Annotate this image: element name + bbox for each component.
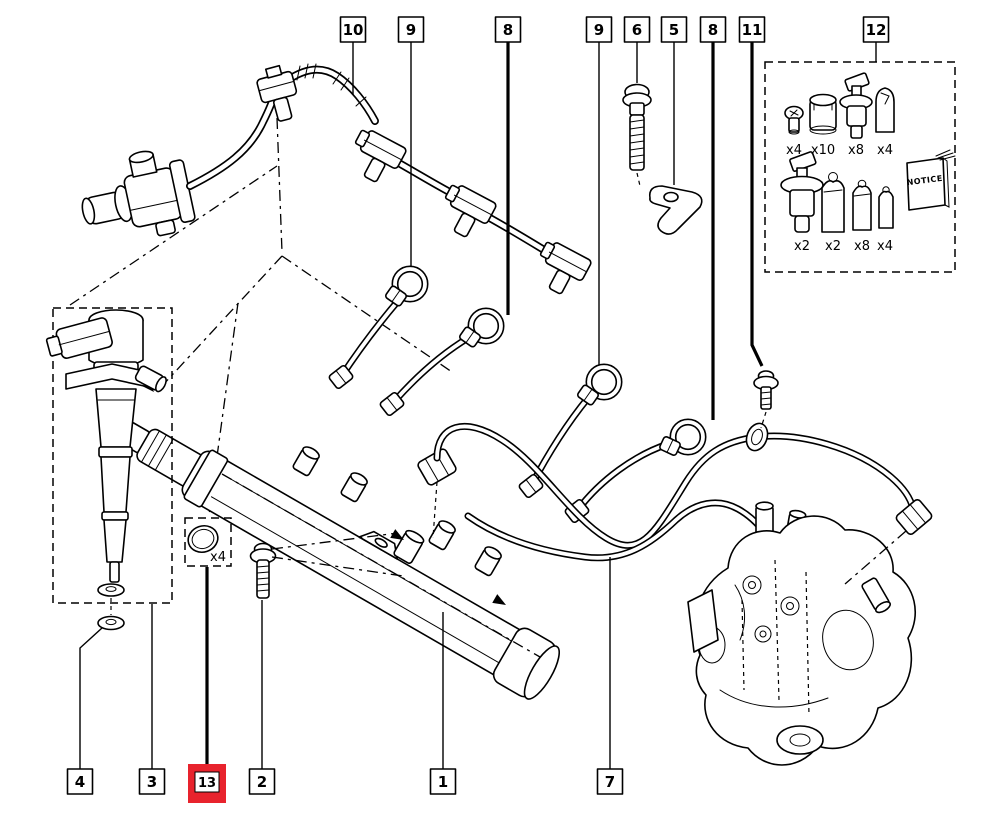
callout-number: 1 [438, 773, 448, 791]
kit-item-button-screw [784, 105, 804, 135]
pump-details [687, 559, 892, 755]
kit-qty-label: x4 [877, 143, 893, 158]
callout-12[interactable]: 12 [862, 16, 890, 43]
injector-pipe-a [328, 265, 429, 390]
rail-breather [393, 529, 425, 564]
bracket-bolt [753, 370, 779, 429]
callout-4[interactable]: 4 [66, 768, 94, 795]
union-nut [328, 364, 354, 390]
fuel-injector [45, 309, 167, 583]
union-nut [518, 473, 544, 499]
seal-qty-label: x4 [210, 550, 226, 565]
long-bolt [622, 83, 652, 187]
hose-connector [444, 184, 497, 238]
notice-booklet: NOTICE [906, 149, 956, 211]
arrow-icon [390, 529, 404, 540]
hose-rib-ticks [296, 63, 367, 107]
fuel-tee-fitting [81, 150, 196, 237]
high-pressure-pump [687, 499, 933, 766]
kit-item-open-cap [809, 93, 837, 135]
callout-number: 5 [669, 21, 679, 39]
callout-number: 6 [632, 21, 642, 39]
callout-9-left[interactable]: 9 [397, 16, 425, 43]
booklet-title: NOTICE [906, 174, 943, 187]
injector-side-port [134, 365, 167, 393]
callout-11[interactable]: 11 [738, 16, 766, 43]
seal-ring [187, 524, 219, 554]
callout-number: 2 [257, 773, 267, 791]
pipe-grommet [745, 422, 769, 452]
kit-item-clip-cap [821, 172, 845, 233]
fuel-rail [119, 421, 560, 700]
return-hose-assembly [81, 63, 592, 295]
callout-3[interactable]: 3 [138, 768, 166, 795]
callout-number: 8 [503, 21, 513, 39]
injector-pipe-d [564, 418, 707, 524]
supply-pipe-upper [433, 422, 917, 549]
kit-item-large-flanged-plug [780, 151, 824, 233]
arrow-icon [492, 594, 506, 605]
clamp-fork [648, 185, 703, 235]
sealing-washer-upper [97, 583, 125, 597]
hose-connector [539, 241, 592, 295]
kit-item-dome-cap [875, 87, 895, 133]
callout-13-highlighted[interactable]: 13 [188, 764, 226, 803]
rail-end-cap [492, 627, 560, 700]
callout-1[interactable]: 1 [429, 768, 457, 795]
callout-9-right[interactable]: 9 [585, 16, 613, 43]
callout-number: 8 [708, 21, 718, 39]
hose-connector [354, 129, 407, 183]
callout-2[interactable]: 2 [248, 768, 276, 795]
callout-5[interactable]: 5 [660, 16, 688, 43]
parts-kit-box: x4 x10 x8 x4 x2 x2 x8 x4 NOTICE [764, 61, 956, 273]
kit-qty-label: x8 [848, 143, 864, 158]
kit-qty-label: x4 [786, 143, 802, 158]
injector-connector [45, 317, 113, 359]
sealing-washer-lower [97, 615, 125, 631]
pump-union-nut [844, 499, 933, 585]
rail-axis-line [221, 473, 541, 658]
callout-leaders [79, 42, 877, 769]
callout-number: 13 [198, 776, 216, 791]
supply-pipe-lower [464, 499, 787, 567]
kit-qty-label: x2 [825, 239, 841, 254]
callout-number: 9 [594, 21, 604, 39]
callout-number: 7 [605, 773, 615, 791]
callout-number: 12 [866, 21, 887, 39]
kit-item-clip-cap-small [852, 179, 872, 231]
kit-item-flanged-plug [839, 72, 873, 139]
union-nut [384, 285, 408, 307]
seal-ring-box: x4 [184, 517, 232, 567]
callout-6[interactable]: 6 [623, 16, 651, 43]
callout-8-left[interactable]: 8 [494, 16, 522, 43]
injector-pipe-b [379, 307, 505, 417]
rail-mount-lug [358, 530, 399, 560]
kit-qty-label: x2 [794, 239, 810, 254]
union-nut [576, 384, 600, 406]
rail-ports [292, 446, 502, 577]
injector-assembly-box [52, 307, 173, 604]
mounting-bolt [249, 532, 404, 599]
union-nut [458, 326, 482, 348]
kit-qty-label: x8 [854, 239, 870, 254]
callout-number: 10 [343, 21, 364, 39]
callout-number: 9 [406, 21, 416, 39]
kit-qty-label: x10 [811, 143, 835, 158]
rail-inlet-nut [417, 448, 457, 539]
callout-8-right[interactable]: 8 [699, 16, 727, 43]
callout-number: 11 [742, 21, 763, 39]
callout-10[interactable]: 10 [339, 16, 367, 43]
hose-connector [256, 64, 298, 122]
callout-number: 4 [75, 773, 85, 791]
union-nut [379, 391, 405, 417]
callout-7[interactable]: 7 [596, 768, 624, 795]
union-nut [659, 436, 681, 456]
kit-qty-label: x4 [877, 239, 893, 254]
callout-number: 3 [147, 773, 157, 791]
kit-item-clip-cap-mini [878, 186, 894, 229]
